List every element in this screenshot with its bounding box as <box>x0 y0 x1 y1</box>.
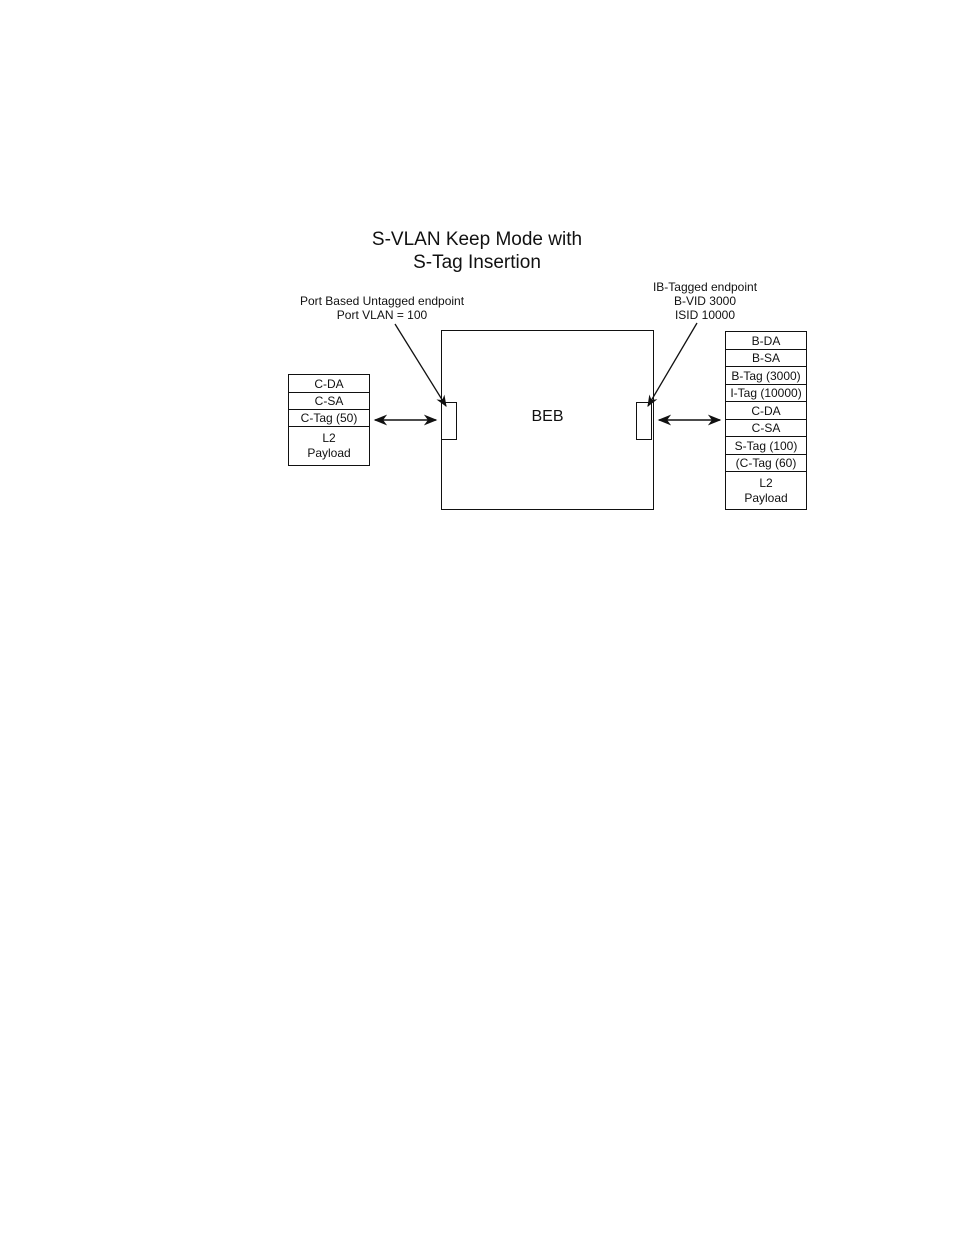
right-note-pointer <box>648 323 697 406</box>
left-note-pointer <box>395 324 446 406</box>
